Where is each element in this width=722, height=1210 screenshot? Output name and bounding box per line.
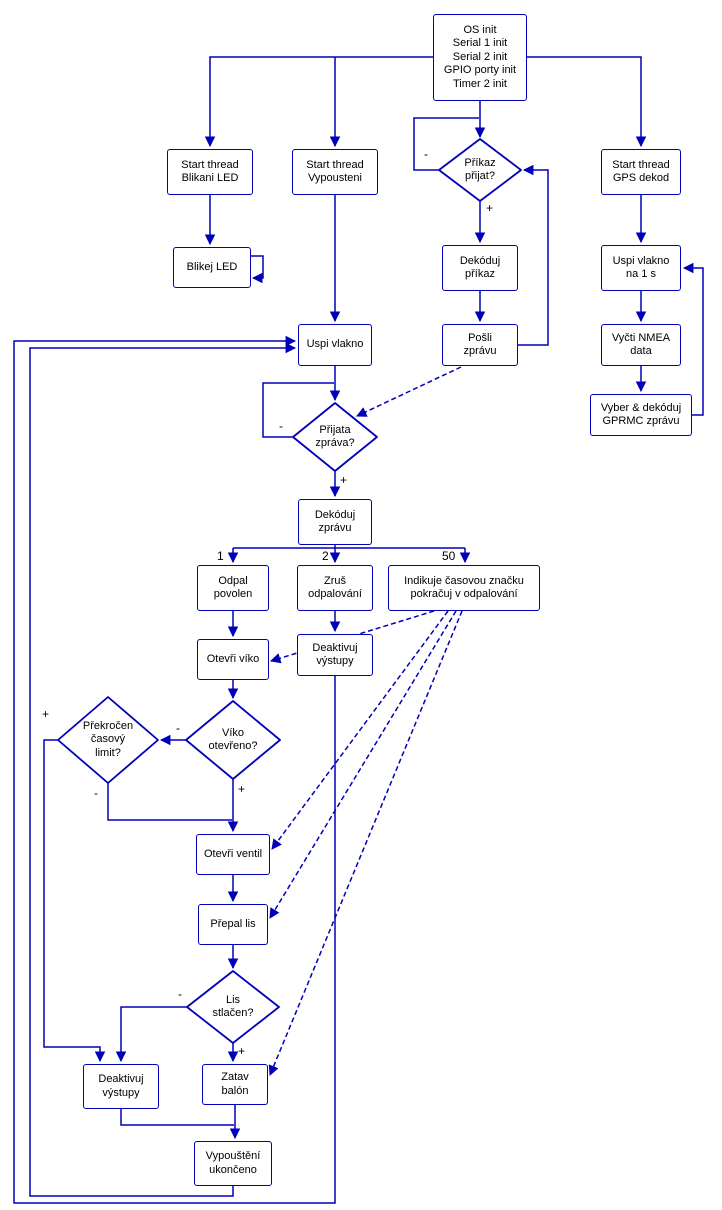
edge-znacka-to-otevri-ventil-dashed [271,610,449,850]
decision-viko-otevreno-label: Víko otevřeno? [208,726,258,752]
edge-limit-no-join [107,783,232,821]
node-otevri-viko: Otevři víko [197,639,269,680]
edge-blikej-led-self-loop [251,255,264,284]
edge-label-prikaz-no: - [424,147,428,161]
edge-label-lis-no: - [178,987,182,1001]
node-zatav-balon: Zatav balón [202,1064,268,1105]
edge-znacka-to-otevri-viko-dashed [269,610,435,664]
node-os-init: OS init Serial 1 init Serial 2 init GPIO… [433,14,527,101]
node-uspi-vlakno-1s: Uspi vlakno na 1 s [601,245,681,291]
node-otevri-ventil: Otevři ventil [196,834,270,875]
edge-label-prikaz-yes: + [486,201,494,215]
node-dekoduj-zpravu: Dekóduj zprávu [298,499,372,545]
decision-lis-stlacen-label: Lis stlačen? [212,993,254,1019]
decision-viko-otevreno-shape [185,700,281,780]
decision-prijata-zprava-label: Přijata zpráva? [315,423,355,449]
decision-prekrocen-limit-label: Překročen časový limit? [82,720,134,759]
node-prepal-lis: Přepal lis [198,904,268,945]
edge-label-prijata-no: - [279,419,283,433]
decision-prijata-zprava-shape [292,402,378,472]
node-blikej-led: Blikej LED [173,247,251,288]
edge-init-to-start-blikani [204,56,433,148]
node-vycti-nmea: Vyčti NMEA data [601,324,681,366]
decision-prikaz-prijat-shape [438,138,522,202]
node-deaktivuj-vystupy-a: Deaktivuj výstupy [297,634,373,676]
edge-label-viko-yes: + [238,782,246,796]
edge-label-prijata-yes: + [340,473,348,487]
edge-label-viko-no: - [176,721,180,735]
edge-label-limit-yes: + [42,707,50,721]
edge-label-branch-50: 50 [442,549,456,563]
decision-prekrocen-limit-shape [57,696,159,784]
edge-label-branch-1: 1 [217,549,224,563]
node-dekoduj-prikaz: Dekóduj příkaz [442,245,518,291]
node-vypousteni-ukonceno: Vypouštění ukončeno [194,1141,272,1186]
edge-label-limit-no: - [94,786,98,800]
node-indikuje-znacku: Indikuje časovou značku pokračuj v odpal… [388,565,540,611]
edge-deaktivuj-b-join [120,1109,234,1126]
node-uspi-vlakno: Uspi vlakno [298,324,372,366]
edge-deaktivuj-a-return-to-uspi [13,335,336,1204]
edge-lis-no-to-deaktivuj-b [115,1006,187,1063]
edge-posli-zpravu-to-prijata-dashed [356,366,462,417]
edge-vyber-gprmc-to-uspi-1s [682,262,704,416]
node-start-thread-gps: Start thread GPS dekod [601,149,681,195]
edge-znacka-to-prepal-lis-dashed [269,610,457,919]
edge-label-lis-yes: + [238,1044,246,1058]
node-posli-zpravu: Pošli zprávu [442,324,518,366]
edge-limit-yes-to-deaktivuj-b [43,739,106,1063]
node-start-thread-vypousteni: Start thread Vypousteni [292,149,378,195]
edge-znacka-to-zatav-balon-dashed [268,610,463,1076]
decision-lis-stlacen-shape [186,970,280,1044]
edge-label-branch-2: 2 [322,549,329,563]
decision-prikaz-prijat-label: Příkaz přijat? [464,156,496,182]
node-vyber-gprmc: Vyber & dekóduj GPRMC zprávu [590,394,692,436]
edge-prijata-zprava-no-loop [262,382,334,438]
edge-prikaz-prijat-no-loop [413,117,479,171]
edge-ukonceno-return-to-uspi [29,342,297,1197]
node-zrus-odpalovani: Zruš odpalování [297,565,373,611]
edge-posli-zpravu-to-prikaz-prijat [518,164,549,346]
node-odpal-povolen: Odpal povolen [197,565,269,611]
edge-init-to-start-gps [527,56,647,148]
node-start-thread-blikani: Start thread Blikani LED [167,149,253,195]
node-deaktivuj-vystupy-b: Deaktivuj výstupy [83,1064,159,1109]
